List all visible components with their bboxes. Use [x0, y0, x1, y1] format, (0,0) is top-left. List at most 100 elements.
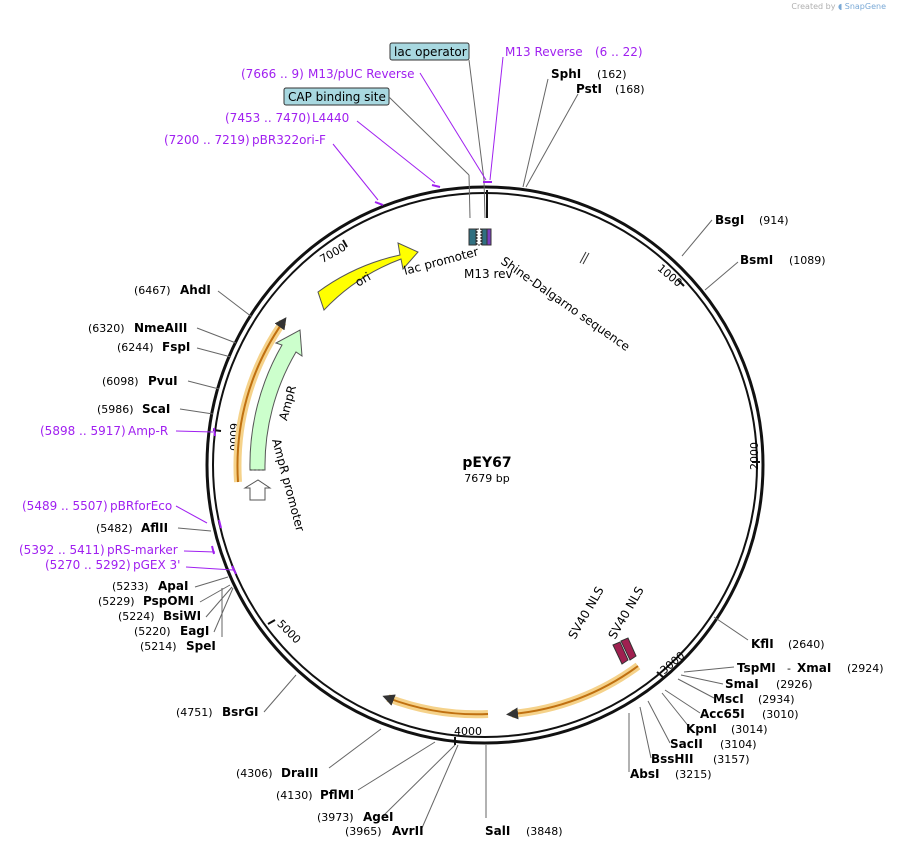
enzyme-pflmi: PflMI: [320, 788, 354, 802]
enzyme-absi-pos: (3215): [675, 768, 712, 781]
tick-3000: 3000: [658, 649, 688, 677]
enzyme-xmai: XmaI: [797, 661, 831, 675]
enzyme-sphi: SphI: [551, 67, 581, 81]
cap-binding-label: CAP binding site: [288, 90, 386, 104]
enzyme-absi: AbsI: [630, 767, 659, 781]
credit-prefix: Created by: [791, 2, 836, 11]
m13-rev-label: M13 rev: [464, 267, 513, 281]
lac-operator-box: [389, 42, 470, 61]
m13-rev-shape: [486, 228, 492, 246]
enzyme-msci-pos: (2934): [758, 693, 795, 706]
enzyme-fspi: FspI: [162, 340, 190, 354]
plasmid-name: pEY67: [462, 455, 511, 471]
lac-operator-label: lac operator: [394, 45, 467, 59]
sv40-nls-2-label: SV40 NLS: [605, 584, 646, 641]
enzyme-aflii-pos: (5482): [96, 522, 133, 535]
primer-marks-top: [374, 181, 492, 206]
enzyme-scai: ScaI: [142, 402, 170, 416]
enzyme-eagi-pos: (5220): [134, 625, 171, 638]
ampr-primer-name: Amp-R: [128, 424, 168, 438]
ampr-promoter-arrow: [243, 479, 272, 501]
m13-puc-name: M13/pUC Reverse: [308, 67, 415, 81]
enzyme-smai: SmaI: [725, 677, 759, 691]
primer-marks-left: [211, 427, 237, 575]
enzyme-nmeaiii: NmeAIII: [134, 321, 187, 335]
enzyme-kfli-pos: (2640): [788, 638, 825, 651]
enzyme-kpni: KpnI: [686, 722, 717, 736]
lac-promoter-shape: [476, 228, 482, 246]
enzyme-agei: AgeI: [363, 810, 393, 824]
enzyme-spei-pos: (5214): [140, 640, 177, 653]
enzyme-ahdi: AhdI: [180, 283, 211, 297]
tick-2000: 2000: [748, 442, 761, 470]
leader-lines-right: [628, 616, 749, 772]
sv40-nls-shape-1: [612, 641, 629, 665]
ampr-primer-pos: (5898 .. 5917): [40, 424, 126, 438]
enzyme-acc65i-pos: (3010): [762, 708, 799, 721]
m13-puc-pos: (7666 .. 9): [241, 67, 304, 81]
pbrforeco-pos: (5489 .. 5507): [22, 499, 108, 513]
pbrforeco-name: pBRforEco: [110, 499, 172, 513]
pbr322-pos: (7200 .. 7219): [164, 133, 250, 147]
l4440-name: L4440: [312, 111, 349, 125]
enzyme-scai-pos: (5986): [97, 403, 134, 416]
shine-dalgarno-label: Shine-Dalgarno sequence: [498, 254, 632, 354]
lac-operator-shape: [481, 228, 488, 246]
sv40-nls-shape-2: [620, 637, 637, 661]
snapgene-logo-icon: ◖: [837, 2, 843, 11]
enzyme-agei-pos: (3973): [317, 811, 354, 824]
enzyme-pvui: PvuI: [148, 374, 178, 388]
enzyme-bsgi-pos: (914): [759, 214, 789, 227]
enzyme-aflii: AflII: [141, 521, 168, 535]
sv40-nls-1-label: SV40 NLS: [565, 584, 606, 641]
enzyme-kpni-pos: (3014): [731, 723, 768, 736]
enzyme-sacii-pos: (3104): [720, 738, 757, 751]
enzyme-bsshii: BssHII: [651, 752, 693, 766]
enzyme-bsrgi-pos: (4751): [176, 706, 213, 719]
enzyme-spei: SpeI: [186, 639, 216, 653]
leader-lines-top: [388, 59, 739, 291]
tick-4000: 4000: [454, 725, 482, 738]
enzyme-eagi: EagI: [180, 624, 209, 638]
tick-7000: 7000: [318, 241, 349, 266]
enzyme-sphi-pos: (162): [597, 68, 627, 81]
backbone-inner: [212, 192, 758, 738]
enzyme-bsshii-pos: (3157): [713, 753, 750, 766]
enzyme-sali-pos: (3848): [526, 825, 563, 838]
enzyme-tspmi-pos: (2924): [847, 662, 884, 675]
enzyme-bsrgi: BsrGI: [222, 705, 259, 719]
enzyme-psti-pos: (168): [615, 83, 645, 96]
enzyme-pvui-pos: (6098): [102, 375, 139, 388]
snapgene-credit: Created by ◖ SnapGene: [791, 2, 886, 11]
plasmid-size: 7679 bp: [464, 472, 509, 485]
enzyme-smai-pos: (2926): [776, 678, 813, 691]
leader-lines-bottom: [328, 728, 487, 829]
enzyme-bsiwi-pos: (5224): [118, 610, 155, 623]
enzyme-tspmi: TspMI: [737, 661, 776, 675]
enzyme-pspomi: PspOMI: [143, 594, 194, 608]
enzyme-acc65i: Acc65I: [700, 707, 745, 721]
enzyme-psti: PstI: [576, 82, 602, 96]
enzyme-msci: MscI: [713, 692, 744, 706]
cap-binding-box: [283, 87, 390, 106]
enzyme-avrii-pos: (3965): [345, 825, 382, 838]
enzyme-sacii: SacII: [670, 737, 703, 751]
ampr-promoter-label: AmpR promoter: [269, 437, 307, 533]
primer-lines-left: [175, 430, 234, 571]
enzyme-kfli: KflI: [751, 637, 774, 651]
leader-lines-left: [177, 290, 297, 713]
ampr-arrow: [249, 329, 303, 471]
m13-reverse-name: M13 Reverse: [505, 45, 583, 59]
prs-pos: (5392 .. 5411): [19, 543, 105, 557]
enzyme-draiii-pos: (4306): [236, 767, 273, 780]
ori-label: ori: [353, 269, 374, 289]
enzyme-tspmi-sep: -: [787, 662, 791, 675]
primer-lines-top: [332, 56, 504, 201]
l4440-pos: (7453 .. 7470): [225, 111, 311, 125]
backbone-outer: [205, 185, 765, 745]
enzyme-bsiwi: BsiWI: [163, 609, 201, 623]
prs-name: pRS-marker: [107, 543, 178, 557]
enzyme-bsgi: BsgI: [715, 213, 744, 227]
enzyme-sali: SalI: [485, 824, 510, 838]
